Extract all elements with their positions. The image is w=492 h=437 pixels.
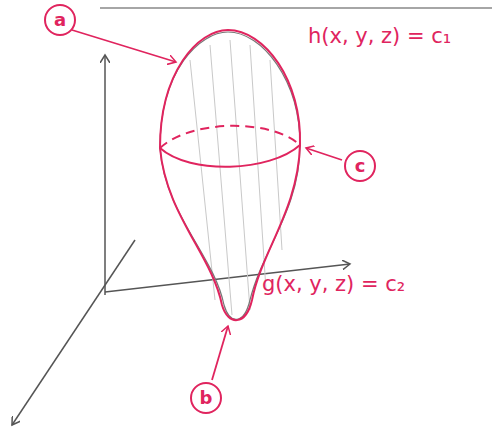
surface-equation: h(x, y, z) = c₁	[308, 24, 451, 48]
callout-circle: b	[190, 382, 222, 414]
callout-letter: a	[54, 11, 66, 29]
callout-letter: c	[355, 157, 366, 175]
callout-circle: a	[44, 4, 76, 36]
callout-letter: b	[200, 389, 213, 407]
callout-circle: c	[344, 150, 376, 182]
surface-equation: g(x, y, z) = c₂	[262, 272, 405, 296]
